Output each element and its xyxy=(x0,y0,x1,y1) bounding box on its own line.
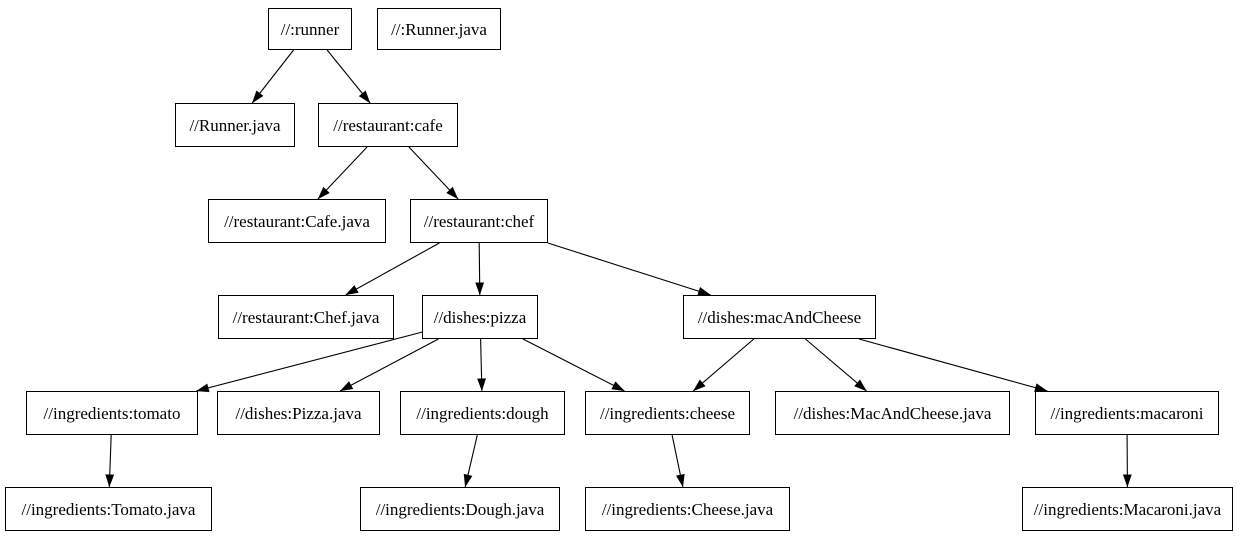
graph-node-label: //ingredients:Tomato.java xyxy=(21,499,196,519)
graph-node-label: //ingredients:dough xyxy=(416,403,549,423)
graph-node-runner-java: //Runner.java xyxy=(175,103,295,147)
graph-edge-mac-and-cheese-to-macaroni xyxy=(858,338,1048,392)
graph-node-cheese-java: //ingredients:Cheese.java xyxy=(585,487,790,531)
graph-edge-cheese-to-cheese-java xyxy=(671,434,685,488)
graph-node-tomato-java: //ingredients:Tomato.java xyxy=(5,487,212,531)
graph-node-label: //ingredients:Dough.java xyxy=(375,499,545,519)
graph-node-label: //dishes:MacAndCheese.java xyxy=(793,403,992,423)
graph-node-label: //Runner.java xyxy=(189,115,281,135)
graph-edge-tomato-to-tomato-java xyxy=(105,434,115,488)
graph-edge-pizza-to-dough xyxy=(477,338,486,392)
graph-edge-mac-and-cheese-to-mac-and-cheese-java xyxy=(805,338,867,392)
graph-node-dough: //ingredients:dough xyxy=(400,391,565,435)
graph-edge-chef-to-mac-and-cheese xyxy=(547,242,711,296)
graph-edge-runner-to-runner-java xyxy=(251,49,295,104)
graph-edge-pizza-to-cheese xyxy=(522,338,625,392)
graph-node-mac-and-cheese-java: //dishes:MacAndCheese.java xyxy=(775,391,1010,435)
graph-node-chef: //restaurant:chef xyxy=(410,199,548,243)
graph-node-label: //restaurant:cafe xyxy=(333,115,443,135)
graph-node-runner: //:runner xyxy=(268,8,352,50)
graph-node-label: //restaurant:chef xyxy=(423,211,535,231)
graph-node-label: //ingredients:cheese xyxy=(599,403,735,423)
graph-node-label: //dishes:pizza xyxy=(433,307,527,327)
graph-node-macaroni-java: //ingredients:Macaroni.java xyxy=(1022,487,1233,531)
graph-edge-chef-to-pizza xyxy=(475,242,485,296)
graph-node-pizza-java: //dishes:Pizza.java xyxy=(217,391,380,435)
graph-edge-cafe-to-cafe-java xyxy=(317,146,368,200)
graph-edge-runner-to-cafe xyxy=(326,49,371,104)
graph-edge-mac-and-cheese-to-cheese xyxy=(692,338,755,392)
graph-node-label: //ingredients:Cheese.java xyxy=(601,499,774,519)
graph-edge-chef-to-chef-java xyxy=(345,242,440,296)
graph-node-cafe-java: //restaurant:Cafe.java xyxy=(208,199,386,243)
graph-node-mac-and-cheese: //dishes:macAndCheese xyxy=(683,295,876,339)
graph-edge-pizza-to-pizza-java xyxy=(339,338,439,392)
graph-node-label: //dishes:macAndCheese xyxy=(697,307,862,327)
graph-node-cheese: //ingredients:cheese xyxy=(585,391,750,435)
graph-node-label: //restaurant:Cafe.java xyxy=(224,211,370,231)
graph-node-label: //:runner xyxy=(280,19,340,39)
graph-node-label: //ingredients:macaroni xyxy=(1050,403,1204,423)
graph-node-macaroni: //ingredients:macaroni xyxy=(1035,391,1219,435)
graph-edge-pizza-to-tomato xyxy=(196,331,423,393)
graph-node-label: //restaurant:Chef.java xyxy=(232,307,380,327)
graph-node-dough-java: //ingredients:Dough.java xyxy=(360,487,560,531)
graph-node-tomato: //ingredients:tomato xyxy=(26,391,198,435)
graph-node-runner-java-root: //:Runner.java xyxy=(377,8,501,50)
graph-node-cafe: //restaurant:cafe xyxy=(318,103,458,147)
graph-node-label: //dishes:Pizza.java xyxy=(235,403,362,423)
graph-edge-cafe-to-chef xyxy=(408,146,459,200)
graph-node-label: //ingredients:Macaroni.java xyxy=(1033,499,1222,519)
graph-node-pizza: //dishes:pizza xyxy=(422,295,538,339)
graph-node-chef-java: //restaurant:Chef.java xyxy=(218,295,394,339)
graph-node-label: //ingredients:tomato xyxy=(43,403,181,423)
graph-edge-dough-to-dough-java xyxy=(463,434,478,488)
graph-node-label: //:Runner.java xyxy=(391,19,487,39)
